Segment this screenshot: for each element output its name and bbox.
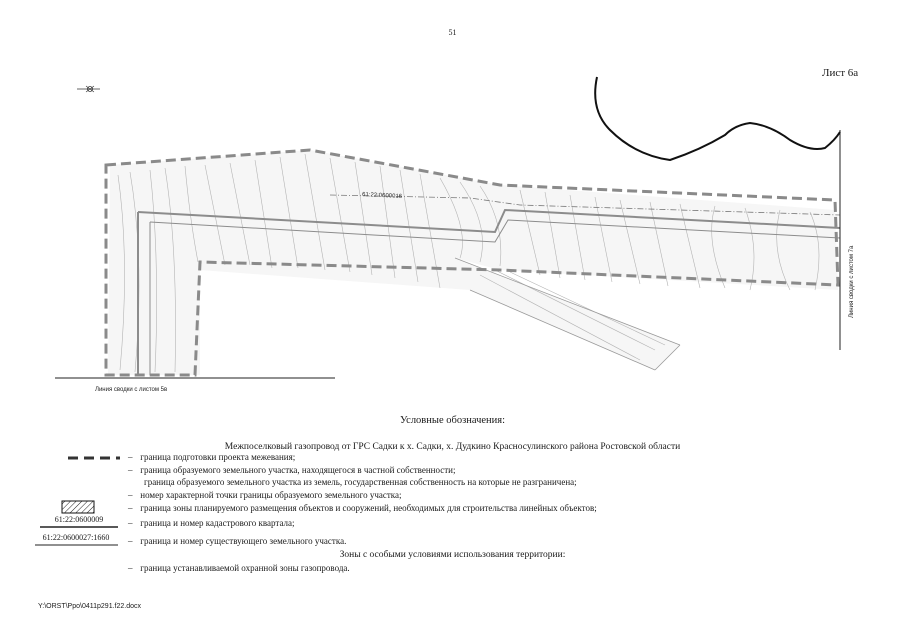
survey-strip (108, 150, 838, 375)
zones-legend-item: – граница устанавливаемой охранной зоны … (128, 563, 350, 573)
cadastral-quarter-label: 61:22:0600016 (362, 192, 403, 200)
legend-symbol-quarter-code: 61:22:0600009 (54, 515, 104, 524)
legend-item: – граница зоны планируемого размещения о… (128, 503, 597, 513)
legend-symbol-parcel-code: 61:22:0600027:1660 (42, 533, 110, 542)
svg-text:Линия сводки с листом 5в: Линия сводки с листом 5в (95, 387, 167, 393)
page-number: 51 (448, 28, 457, 37)
legend-item: – граница и номер существующего земельно… (128, 536, 347, 546)
legend-item: – граница подготовки проекта межевания; (128, 452, 296, 462)
legend-item: – граница и номер кадастрового квартала; (128, 518, 295, 528)
legend-project-name: Межпоселковый газопровод от ГРС Садки к … (224, 442, 681, 452)
legend-symbol-hatched-zone (61, 500, 95, 514)
pipeline-branch-strip (454, 257, 681, 371)
contour-isolines (117, 153, 820, 373)
zones-title: Зоны с особыми условиями использования т… (339, 550, 566, 560)
legend-item: – граница образуемого земельного участка… (128, 465, 456, 475)
survey-boundary (104, 148, 840, 377)
protection-zone-line (594, 76, 841, 162)
legend-title: Условные обозначения: (399, 415, 505, 426)
legend-item: – номер характерной точки границы образу… (128, 490, 402, 500)
legend-item: граница образуемого земельного участка и… (144, 477, 577, 487)
gas-pipeline (137, 208, 841, 375)
match-line-left: Линия сводки с листом 5в (55, 377, 335, 393)
svg-text:Линия сводки с листом 7а: Линия сводки с листом 7а (849, 245, 855, 318)
sheet-label: Лист 6а (822, 67, 859, 79)
legend-symbols (35, 456, 120, 546)
cadastral-quarter-boundary (329, 194, 841, 216)
footer-file-path: Y:\ORST\Ppo\0411p291.f22.docx (38, 603, 141, 610)
north-arrow-icon (77, 85, 100, 93)
match-line-right: Линия сводки с листом 7а (839, 130, 855, 350)
